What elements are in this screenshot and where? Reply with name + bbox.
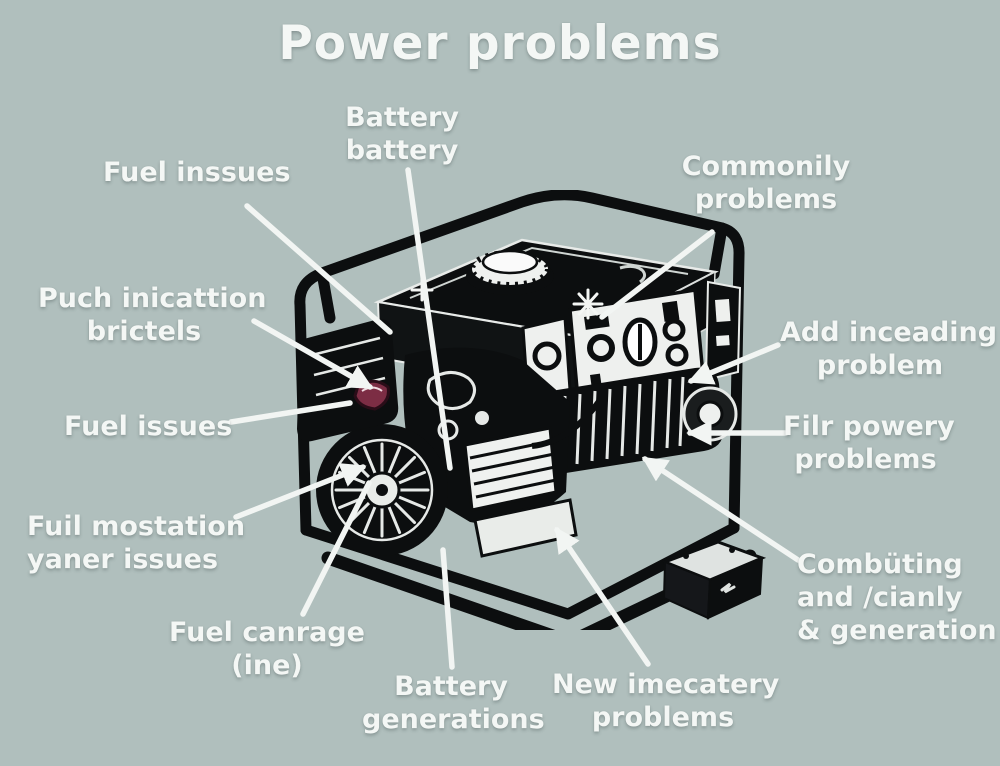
leader-puch-brictels (251, 318, 374, 390)
leader-add-inceading (687, 342, 781, 385)
label-text: Commonily (681, 151, 851, 182)
leader-new-imecatery (554, 526, 651, 667)
label-text: Puch inicattion (38, 283, 267, 314)
label-text: and /cianly (797, 581, 963, 613)
label-fuel-issues: Fuel issues (64, 411, 234, 444)
label-text: problems (794, 443, 937, 475)
leader-battery-battery (405, 167, 453, 471)
label-text: problems (591, 701, 735, 733)
leader-fuel-inssues (244, 203, 393, 335)
label-text: New imecatery (552, 669, 780, 700)
label-add-inceading-problem: Add inceading problem (780, 317, 998, 383)
page-title: Power problems (278, 16, 722, 71)
leader-fuel-canrage (300, 480, 372, 617)
label-text: Battery (394, 671, 508, 702)
label-text: Filr powery (783, 411, 955, 442)
label-text: (ine) (231, 649, 303, 681)
label-text: problems (694, 183, 838, 215)
label-text: Add inceading (780, 317, 998, 348)
label-text: problem (816, 349, 944, 381)
label-fuel-inssues: Fuel inssues (103, 157, 291, 190)
label-commonily-problems: Commonily problems (680, 151, 852, 217)
label-filr-powery-problems: Filr powery problems (783, 411, 955, 477)
label-text: generations (362, 703, 545, 735)
label-text: Fuel canrage (169, 617, 365, 648)
label-combuting-generation: Combüting and /cianly & generation (797, 549, 997, 648)
label-text: Fuel issues (64, 411, 233, 442)
label-text: battery (345, 134, 459, 166)
label-new-imecatery-problems: New imecatery problems (552, 669, 780, 735)
leader-battery-generations (440, 547, 455, 670)
rear-panel (704, 280, 742, 382)
label-battery-generations: Battery generations (362, 671, 545, 737)
label-text: Combüting (797, 549, 963, 580)
battery-box (660, 540, 767, 620)
label-text: yaner issues (27, 543, 219, 575)
leader-commonily-problems (599, 229, 715, 320)
label-text: Fuel inssues (103, 157, 291, 188)
label-text: brictels (86, 315, 202, 347)
label-text: Fuil mostation (27, 511, 246, 542)
leader-fuel-issues (228, 400, 353, 425)
label-fuil-mostation: Fuil mostation yaner issues (27, 511, 246, 577)
label-text: Battery (345, 102, 459, 133)
label-puch-inicattion-brictels: Puch inicattion brictels (38, 283, 267, 349)
label-text: & generation (797, 614, 997, 646)
leader-combuting (641, 456, 801, 563)
label-fuel-canrage-ine: Fuel canrage (ine) (168, 617, 366, 683)
label-battery-battery: Battery battery (337, 102, 467, 168)
fuel-cap (466, 249, 554, 295)
leader-fuil-mostation (233, 463, 367, 520)
